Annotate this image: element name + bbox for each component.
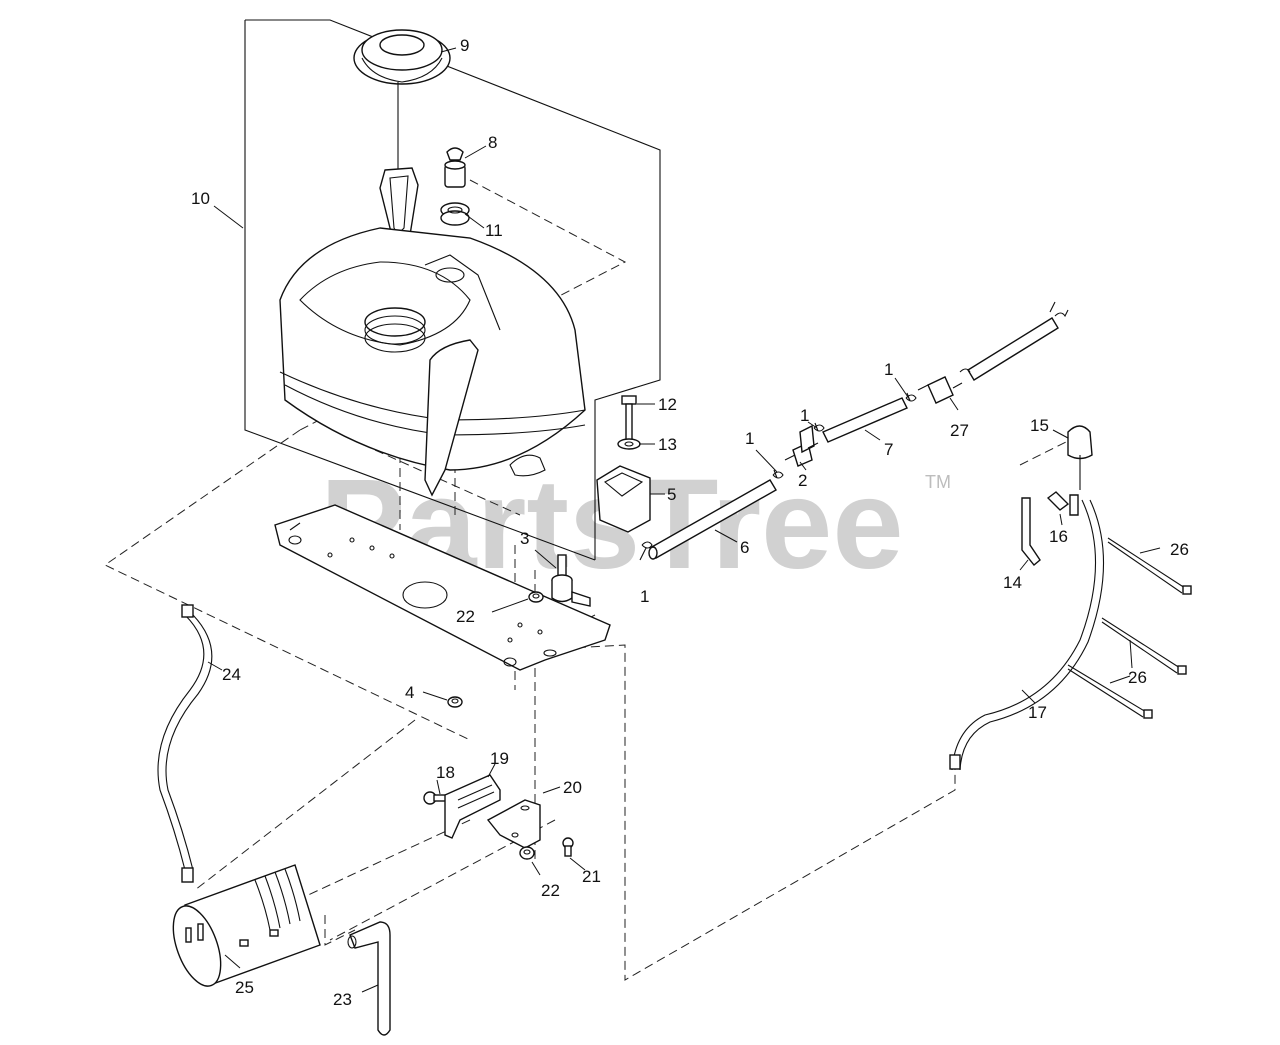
hose-clamp-1b[interactable]: [772, 469, 784, 479]
callout-1-c: 1: [884, 360, 893, 379]
elbow-hose-23[interactable]: [347, 921, 391, 1036]
callout-17: 17: [1028, 703, 1047, 722]
callout-3: 3: [520, 529, 529, 548]
screw-part-21[interactable]: [562, 837, 574, 857]
cable-tie-26a[interactable]: [1107, 537, 1192, 595]
nut-part-lower[interactable]: [447, 696, 463, 708]
vent-valve-part[interactable]: [1067, 425, 1093, 490]
callout-26-a: 26: [1170, 540, 1189, 559]
cable-tie-26c[interactable]: [1067, 664, 1153, 719]
shutoff-valve-part[interactable]: [784, 424, 819, 467]
grommet-part[interactable]: [440, 202, 470, 226]
fuel-cap-part[interactable]: [353, 29, 451, 170]
canister-bracket-19[interactable]: [444, 774, 501, 839]
callout-9: 9: [460, 36, 469, 55]
callout-24: 24: [222, 665, 241, 684]
fuel-filter-part[interactable]: [917, 376, 963, 404]
callout-8: 8: [488, 133, 497, 152]
hose-clamp-1c[interactable]: [813, 422, 825, 432]
leader-lines: [207, 47, 1161, 993]
callout-22-bracket: 22: [541, 881, 560, 900]
callout-16: 16: [1049, 527, 1068, 546]
screw-part-18[interactable]: [423, 791, 449, 805]
tank-bracket-part[interactable]: [596, 465, 651, 533]
callout-5: 5: [667, 485, 676, 504]
callout-12: 12: [658, 395, 677, 414]
washer-part[interactable]: [617, 438, 641, 450]
hose-clamp-1a[interactable]: [639, 541, 653, 561]
fuel-hose-7[interactable]: [822, 397, 908, 443]
callout-19: 19: [490, 749, 509, 768]
canister-bracket-20[interactable]: [486, 799, 541, 849]
cable-tie-26b[interactable]: [1101, 617, 1187, 675]
assembly-dashed-lines: [104, 179, 1071, 981]
callout-27: 27: [950, 421, 969, 440]
callout-6: 6: [740, 538, 749, 557]
fuel-hose-6[interactable]: [648, 479, 777, 560]
callout-20: 20: [563, 778, 582, 797]
vent-hose-24[interactable]: [157, 604, 213, 883]
callout-14: 14: [1003, 573, 1022, 592]
callout-10: 10: [191, 189, 210, 208]
callout-21: 21: [582, 867, 601, 886]
callout-22-upper: 22: [456, 607, 475, 626]
callout-23: 23: [333, 990, 352, 1009]
vent-hose-14[interactable]: [1021, 497, 1041, 566]
watermark-trademark: TM: [925, 472, 951, 492]
callout-25: 25: [235, 978, 254, 997]
callout-1-b: 1: [800, 406, 809, 425]
vent-hose-17[interactable]: [949, 499, 1105, 771]
fuel-hose-upper[interactable]: [959, 301, 1069, 381]
callout-2: 2: [798, 471, 807, 490]
fuel-tank-part[interactable]: [279, 227, 586, 497]
charcoal-canister-part[interactable]: [164, 864, 321, 992]
callout-4: 4: [405, 683, 414, 702]
callout-11: 11: [485, 221, 503, 240]
tank-mount-plate: [274, 504, 611, 671]
vent-fitting-part[interactable]: [444, 147, 466, 188]
callout-1-d: 1: [640, 587, 649, 606]
callout-labels: 9 8 10 11 12 13 5 1 1 1 1 2 7 27 15 6 3 …: [191, 36, 1189, 1009]
tank-assembly-frame: [244, 19, 661, 561]
nut-part-upper[interactable]: [528, 591, 544, 603]
callout-15: 15: [1030, 416, 1049, 435]
callout-13: 13: [658, 435, 677, 454]
callout-7: 7: [884, 440, 893, 459]
callout-18: 18: [436, 763, 455, 782]
callout-1-a: 1: [745, 429, 754, 448]
callout-26-b: 26: [1128, 668, 1147, 687]
fuel-fitting-part[interactable]: [551, 554, 591, 607]
tee-fitting-part[interactable]: [1046, 491, 1079, 516]
nut-part-bracket[interactable]: [519, 846, 535, 860]
